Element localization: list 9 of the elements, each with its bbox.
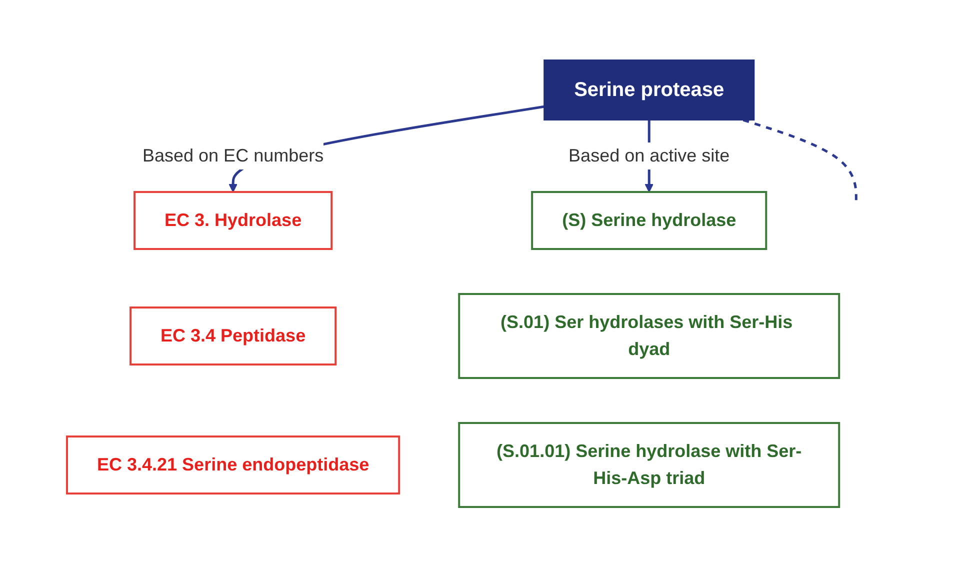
node-box: Serine protease — [544, 59, 756, 120]
edge-label: Based on active site — [568, 145, 730, 165]
edge-label: Based on EC numbers — [142, 145, 324, 165]
node-box: (S) Serine hydrolase — [532, 190, 768, 250]
node-box: (S.01) Ser hydrolases with Ser-His dyad — [458, 292, 841, 378]
node-box: EC 3. Hydrolase — [134, 190, 333, 250]
node-box: EC 3.4.21 Serine endopeptidase — [66, 435, 401, 494]
node-box: EC 3.4 Peptidase — [130, 306, 338, 365]
node-box: (S.01.01) Serine hydrolase with Ser-His-Asp triad — [458, 422, 841, 508]
